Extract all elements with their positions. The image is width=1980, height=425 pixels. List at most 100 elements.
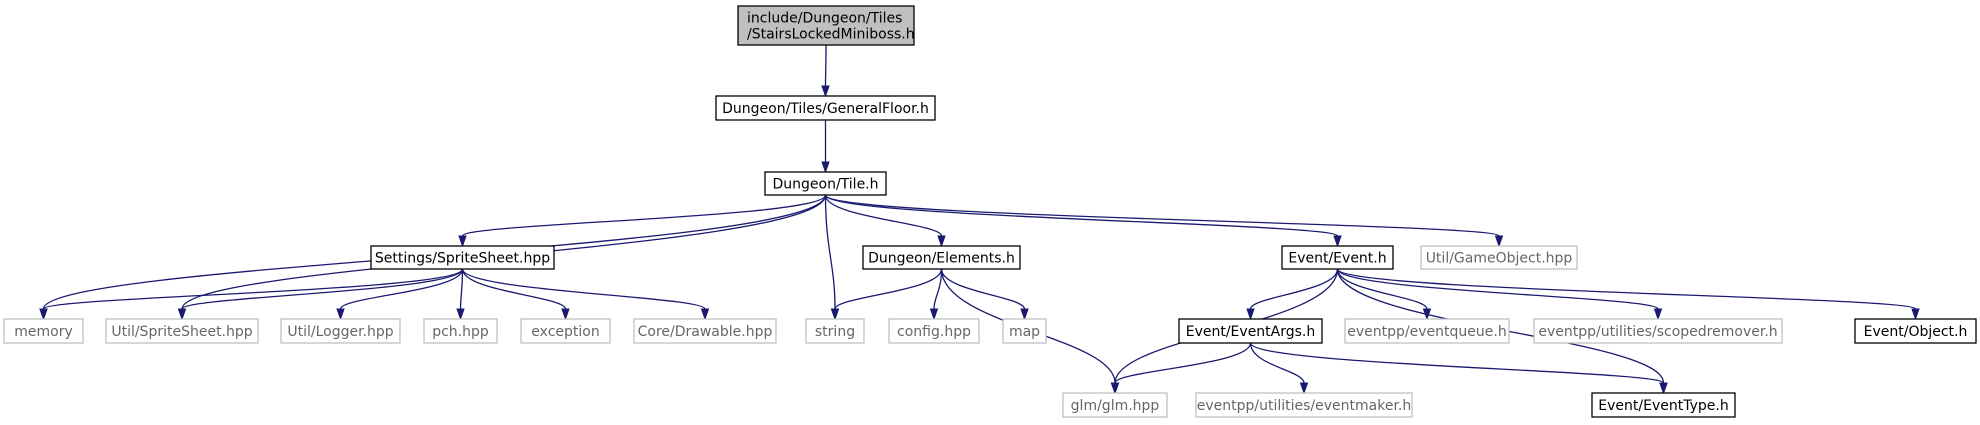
edge-root-to-generalfloor <box>821 44 830 98</box>
node-eventtype[interactable]: Event/EventType.h <box>1591 392 1736 418</box>
node-box <box>888 318 980 344</box>
node-spritesheet_settings[interactable]: Settings/SpriteSheet.hpp <box>370 245 555 270</box>
node-label: config.hpp <box>897 324 971 340</box>
node-object[interactable]: Event/Object.h <box>1854 318 1977 344</box>
edge-line <box>940 268 1026 310</box>
edge-line <box>1336 268 1428 310</box>
node-box <box>280 318 401 344</box>
arrowhead <box>458 235 467 248</box>
node-label: eventpp/eventqueue.h <box>1347 324 1506 340</box>
node-box <box>805 318 865 344</box>
node-eventargs[interactable]: Event/EventArgs.h <box>1178 318 1323 344</box>
edge-line <box>1249 342 1305 384</box>
node-util_spritesheet: Util/SpriteSheet.hpp <box>105 318 259 344</box>
edge-spritesheet_settings-to-pch <box>456 268 465 321</box>
node-label: Util/GameObject.hpp <box>1426 251 1573 267</box>
node-box <box>520 318 611 344</box>
node-map: map <box>1002 318 1047 344</box>
node-label: Event/Object.h <box>1864 324 1968 340</box>
node-box <box>1281 245 1394 270</box>
edge-tile-to-event <box>824 194 1342 248</box>
arrowhead <box>1299 382 1309 395</box>
node-box <box>105 318 259 344</box>
node-event[interactable]: Event/Event.h <box>1281 245 1394 270</box>
node-label: Dungeon/Tile.h <box>772 177 878 193</box>
node-label: /StairsLockedMiniboss.h <box>747 27 915 43</box>
node-label: Settings/SpriteSheet.hpp <box>375 251 550 267</box>
node-box <box>1420 245 1578 270</box>
edge-elements-to-map <box>940 268 1029 321</box>
node-box <box>1591 392 1736 418</box>
node-box <box>3 318 84 344</box>
edge-eventargs-to-eventmaker <box>1249 342 1309 395</box>
node-label: Util/SpriteSheet.hpp <box>111 324 252 340</box>
node-label: include/Dungeon/Tiles <box>747 11 902 27</box>
node-box <box>1854 318 1977 344</box>
edge-tile-to-spritesheet_settings <box>458 194 827 248</box>
node-label: glm/glm.hpp <box>1071 398 1160 414</box>
edge-line <box>461 268 706 310</box>
edge-line <box>824 194 836 310</box>
arrowhead <box>1020 308 1029 321</box>
edge-line <box>1249 342 1665 384</box>
node-box <box>862 245 1021 270</box>
node-box <box>1533 318 1783 344</box>
edge-line <box>933 268 943 310</box>
edge-line <box>1249 268 1339 310</box>
node-box <box>715 95 936 121</box>
arrowhead <box>821 161 830 174</box>
node-box <box>737 5 915 46</box>
edge-generalfloor-to-tile <box>821 120 830 174</box>
node-root[interactable]: include/Dungeon/Tiles/StairsLockedMinibo… <box>737 5 915 46</box>
edge-event-to-object <box>1336 268 1920 321</box>
node-pch: pch.hpp <box>423 318 498 344</box>
edge-line <box>461 268 567 310</box>
node-label: Event/Event.h <box>1288 251 1386 267</box>
arrowhead <box>456 308 465 321</box>
node-label: Event/EventArgs.h <box>1186 324 1316 340</box>
node-scopedremover: eventpp/utilities/scopedremover.h <box>1533 318 1783 344</box>
edge-spritesheet_settings-to-exception <box>461 268 570 321</box>
edge-event-to-scopedremover <box>1336 268 1663 321</box>
edge-spritesheet_settings-to-logger <box>336 268 464 321</box>
arrowhead <box>1911 308 1920 321</box>
node-drawable: Core/Drawable.hpp <box>633 318 777 344</box>
edge-tile-to-elements <box>824 194 946 248</box>
node-label: eventpp/utilities/eventmaker.h <box>1197 398 1412 414</box>
node-label: Util/Logger.hpp <box>287 324 393 340</box>
node-box <box>1002 318 1047 344</box>
edge-eventargs-to-eventtype <box>1249 342 1668 395</box>
arrowhead <box>700 308 710 321</box>
node-logger: Util/Logger.hpp <box>280 318 401 344</box>
arrowhead <box>1653 308 1663 321</box>
edge-line <box>459 268 464 310</box>
edge-spritesheet_settings-to-memory <box>39 268 464 321</box>
edge-elements-to-string <box>830 268 943 321</box>
node-label: exception <box>531 324 599 340</box>
node-label: map <box>1009 324 1040 340</box>
edge-tile-to-gameobject <box>824 194 1504 248</box>
node-box <box>423 318 498 344</box>
node-label: Dungeon/Tiles/GeneralFloor.h <box>722 101 929 117</box>
edge-eventargs-to-glm <box>1110 342 1252 395</box>
node-box <box>1178 318 1323 344</box>
node-glm: glm/glm.hpp <box>1062 392 1168 418</box>
node-label: eventpp/utilities/scopedremover.h <box>1538 324 1777 340</box>
node-tile[interactable]: Dungeon/Tile.h <box>764 171 887 196</box>
arrowhead <box>821 85 830 98</box>
edge-tile-to-string <box>824 194 840 321</box>
node-generalfloor[interactable]: Dungeon/Tiles/GeneralFloor.h <box>715 95 936 121</box>
edge-line <box>1336 268 1917 310</box>
node-exception: exception <box>520 318 611 344</box>
node-eventqueue: eventpp/eventqueue.h <box>1344 318 1510 344</box>
arrowhead <box>39 308 48 321</box>
arrowhead <box>1333 235 1342 248</box>
node-label: memory <box>14 324 73 340</box>
edge-line <box>1336 268 1659 310</box>
node-box <box>1062 392 1168 418</box>
node-eventmaker: eventpp/utilities/eventmaker.h <box>1195 392 1413 418</box>
arrowhead <box>1110 382 1120 395</box>
node-elements[interactable]: Dungeon/Elements.h <box>862 245 1021 270</box>
edge-event-to-eventargs <box>1246 268 1339 321</box>
